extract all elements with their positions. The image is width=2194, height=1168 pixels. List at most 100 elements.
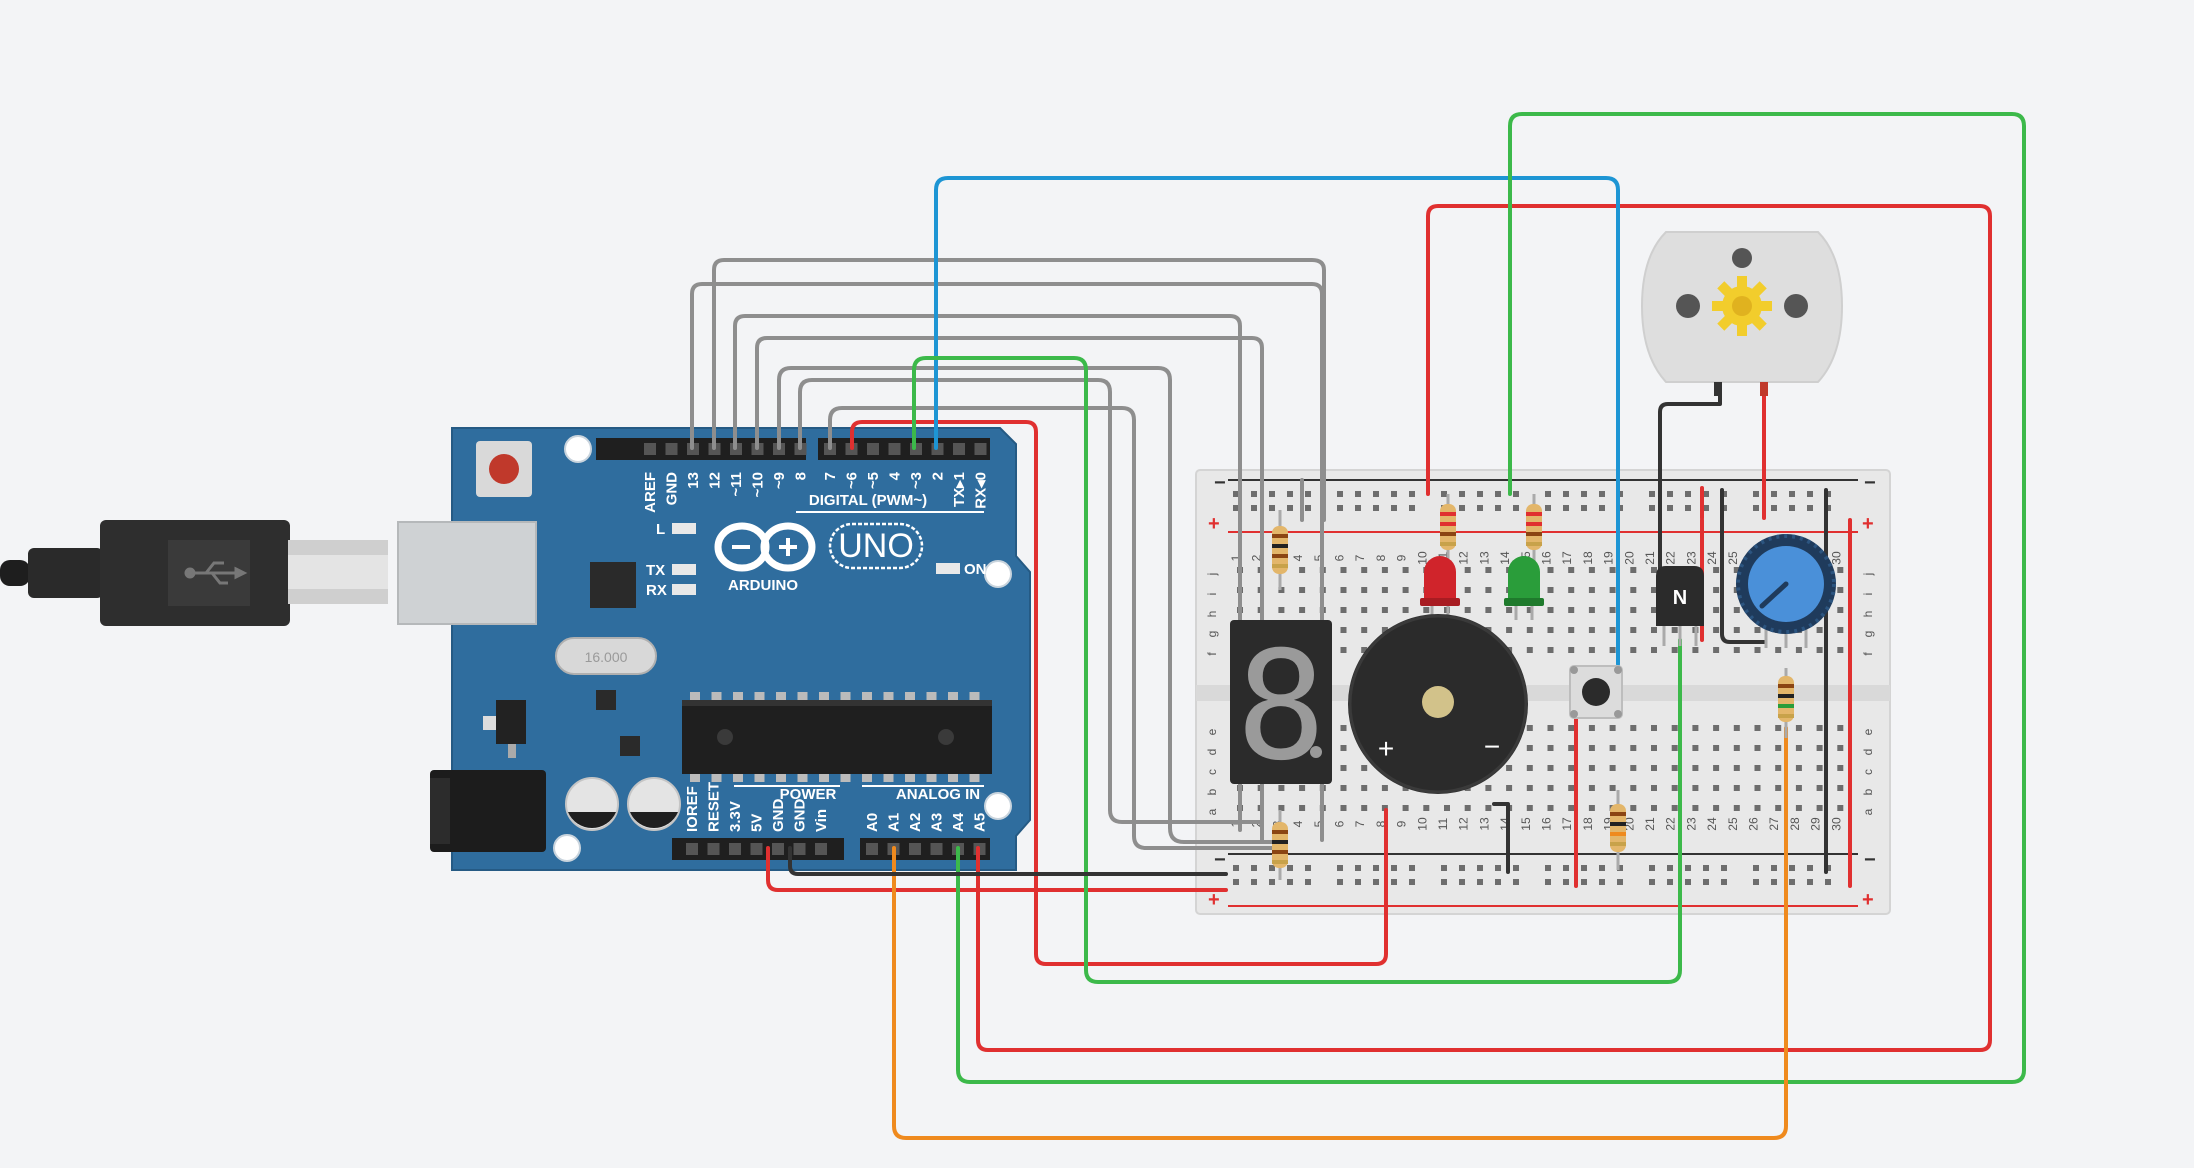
rail-hole[interactable]: [1305, 491, 1311, 497]
wire-gray[interactable]: [733, 314, 1242, 832]
resistor[interactable]: [1272, 510, 1288, 590]
rail-hole[interactable]: [1251, 505, 1257, 511]
rail-hole[interactable]: [1649, 865, 1655, 871]
breadboard-hole[interactable]: [1547, 805, 1554, 811]
rail-hole[interactable]: [1721, 865, 1727, 871]
breadboard-hole[interactable]: [1609, 647, 1616, 653]
breadboard-hole[interactable]: [1547, 587, 1554, 593]
breadboard-hole[interactable]: [1775, 745, 1782, 751]
breadboard-hole[interactable]: [1609, 587, 1616, 593]
breadboard-hole[interactable]: [1754, 745, 1761, 751]
npn-transistor[interactable]: N: [1656, 566, 1704, 646]
rail-hole[interactable]: [1545, 505, 1551, 511]
breadboard-hole[interactable]: [1630, 607, 1637, 613]
breadboard-hole[interactable]: [1754, 627, 1761, 633]
resistor[interactable]: [1610, 790, 1626, 870]
rail-hole[interactable]: [1233, 491, 1239, 497]
rail-hole[interactable]: [1477, 879, 1483, 885]
breadboard-hole[interactable]: [1795, 725, 1802, 731]
breadboard-hole[interactable]: [1609, 627, 1616, 633]
rail-hole[interactable]: [1685, 879, 1691, 885]
breadboard-hole[interactable]: [1588, 567, 1595, 573]
breadboard-hole[interactable]: [1381, 805, 1388, 811]
header-pin-analog_pins[interactable]: [866, 843, 878, 855]
breadboard-hole[interactable]: [1402, 607, 1409, 613]
breadboard-hole[interactable]: [1754, 765, 1761, 771]
header-pin-power_pins[interactable]: [729, 843, 741, 855]
breadboard-hole[interactable]: [1278, 805, 1285, 811]
breadboard-hole[interactable]: [1588, 805, 1595, 811]
breadboard-hole[interactable]: [1775, 785, 1782, 791]
breadboard-hole[interactable]: [1630, 805, 1637, 811]
breadboard-hole[interactable]: [1278, 607, 1285, 613]
rail-hole[interactable]: [1599, 505, 1605, 511]
rail-hole[interactable]: [1807, 505, 1813, 511]
breadboard-hole[interactable]: [1671, 805, 1678, 811]
rail-hole[interactable]: [1703, 505, 1709, 511]
breadboard-hole[interactable]: [1713, 607, 1720, 613]
rail-hole[interactable]: [1685, 865, 1691, 871]
rail-hole[interactable]: [1789, 505, 1795, 511]
breadboard-hole[interactable]: [1547, 745, 1554, 751]
breadboard-hole[interactable]: [1692, 785, 1699, 791]
rail-hole[interactable]: [1789, 491, 1795, 497]
rail-hole[interactable]: [1269, 879, 1275, 885]
breadboard-hole[interactable]: [1588, 745, 1595, 751]
breadboard-hole[interactable]: [1526, 627, 1533, 633]
breadboard-hole[interactable]: [1485, 567, 1492, 573]
breadboard-hole[interactable]: [1299, 785, 1306, 791]
breadboard-hole[interactable]: [1816, 785, 1823, 791]
piezo-buzzer[interactable]: + −: [1348, 614, 1528, 794]
rail-hole[interactable]: [1459, 505, 1465, 511]
rail-hole[interactable]: [1373, 491, 1379, 497]
breadboard-hole[interactable]: [1464, 567, 1471, 573]
wire-gray[interactable]: [828, 406, 1284, 850]
breadboard-hole[interactable]: [1299, 607, 1306, 613]
rail-hole[interactable]: [1667, 491, 1673, 497]
rail-hole[interactable]: [1789, 865, 1795, 871]
breadboard-hole[interactable]: [1299, 587, 1306, 593]
rail-hole[interactable]: [1441, 865, 1447, 871]
breadboard-hole[interactable]: [1423, 805, 1430, 811]
breadboard-hole[interactable]: [1444, 805, 1450, 811]
rail-hole[interactable]: [1355, 879, 1361, 885]
wire-green[interactable]: [912, 356, 1682, 984]
breadboard-hole[interactable]: [1588, 725, 1595, 731]
breadboard-hole[interactable]: [1795, 647, 1802, 653]
breadboard-hole[interactable]: [1713, 785, 1720, 791]
rail-hole[interactable]: [1373, 865, 1379, 871]
breadboard-hole[interactable]: [1630, 765, 1637, 771]
rail-hole[interactable]: [1477, 865, 1483, 871]
rail-hole[interactable]: [1513, 491, 1519, 497]
breadboard-hole[interactable]: [1671, 785, 1678, 791]
header-pin-power_pins[interactable]: [750, 843, 763, 855]
wire-gray[interactable]: [777, 366, 1284, 844]
breadboard-hole[interactable]: [1630, 627, 1637, 633]
breadboard-hole[interactable]: [1630, 587, 1637, 593]
breadboard-hole[interactable]: [1485, 805, 1492, 811]
rail-hole[interactable]: [1373, 879, 1379, 885]
wires[interactable]: [690, 112, 2026, 1140]
wire-orange[interactable]: [892, 726, 1788, 1140]
breadboard-hole[interactable]: [1609, 725, 1616, 731]
breadboard-hole[interactable]: [1651, 647, 1657, 653]
resistor[interactable]: [1778, 668, 1794, 738]
breadboard-hole[interactable]: [1526, 607, 1533, 613]
rail-hole[interactable]: [1721, 879, 1727, 885]
breadboard-hole[interactable]: [1526, 745, 1533, 751]
rail-hole[interactable]: [1233, 879, 1239, 885]
breadboard-hole[interactable]: [1381, 627, 1388, 633]
rail-hole[interactable]: [1649, 879, 1655, 885]
breadboard-hole[interactable]: [1381, 607, 1388, 613]
rail-hole[interactable]: [1355, 865, 1361, 871]
breadboard-hole[interactable]: [1837, 607, 1844, 613]
breadboard-hole[interactable]: [1361, 607, 1368, 613]
breadboard-hole[interactable]: [1692, 745, 1699, 751]
wire-gray[interactable]: [798, 378, 1264, 824]
header-pin-power_pins[interactable]: [772, 843, 784, 855]
breadboard-hole[interactable]: [1795, 805, 1802, 811]
header-pin-analog_pins[interactable]: [909, 843, 921, 855]
rail-hole[interactable]: [1581, 491, 1587, 497]
breadboard-hole[interactable]: [1547, 725, 1554, 731]
rail-hole[interactable]: [1617, 865, 1623, 871]
